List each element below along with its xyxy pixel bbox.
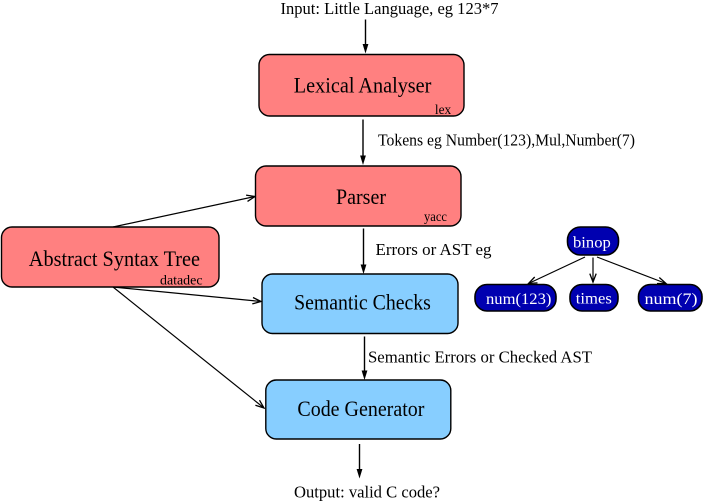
svg-text:Parser: Parser	[336, 184, 387, 209]
svg-text:Semantic Checks: Semantic Checks	[294, 289, 431, 314]
svg-text:times: times	[576, 291, 612, 308]
svg-text:Output: valid C code?: Output: valid C code?	[294, 483, 440, 502]
svg-text:num(7): num(7)	[645, 291, 698, 308]
svg-text:Input: Little Language, eg 123: Input: Little Language, eg 123*7	[281, 0, 499, 18]
svg-text:Lexical Analyser: Lexical Analyser	[294, 73, 432, 98]
svg-text:Abstract Syntax Tree: Abstract Syntax Tree	[29, 246, 200, 271]
svg-text:datadec: datadec	[160, 274, 203, 289]
svg-text:Semantic Errors or Checked AST: Semantic Errors or Checked AST	[368, 348, 593, 367]
svg-text:Code Generator: Code Generator	[297, 396, 425, 421]
svg-text:yacc: yacc	[424, 210, 447, 225]
svg-text:Tokens eg Number(123),Mul,Numb: Tokens eg Number(123),Mul,Number(7)	[378, 131, 635, 150]
svg-text:num(123): num(123)	[486, 291, 551, 308]
svg-text:binop: binop	[573, 234, 611, 251]
svg-text:lex: lex	[435, 103, 451, 118]
svg-text:Errors or AST eg: Errors or AST eg	[376, 240, 492, 259]
